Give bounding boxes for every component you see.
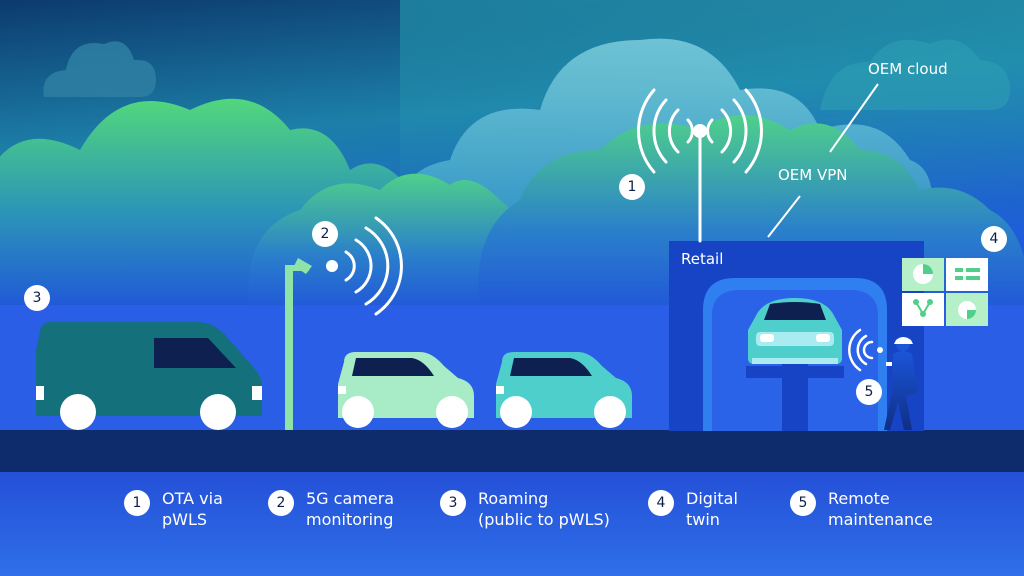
legend-item: 5 Remote maintenance — [790, 488, 933, 530]
legend-number: 2 — [268, 490, 294, 516]
badge-digital-twin: 4 — [981, 226, 1007, 252]
camera-pole — [285, 258, 312, 430]
badge-camera: 2 — [312, 221, 338, 247]
legend-text: monitoring — [306, 510, 394, 529]
car-teal — [496, 352, 632, 428]
maintenance-worker — [848, 328, 918, 430]
legend-number: 4 — [648, 490, 674, 516]
badge-ota: 1 — [619, 174, 645, 200]
legend: 1 OTA via pWLS 2 5G camera monitoring 3 Ro… — [0, 488, 1024, 548]
legend-item: 4 Digital twin — [648, 488, 738, 530]
van — [36, 322, 262, 430]
legend-band — [0, 472, 1024, 576]
road — [0, 430, 1024, 472]
antenna — [637, 88, 763, 243]
legend-text: (public to pWLS) — [478, 510, 610, 529]
legend-number: 1 — [124, 490, 150, 516]
legend-text: Roaming — [478, 489, 549, 508]
legend-text: pWLS — [162, 510, 208, 529]
legend-text: Digital — [686, 489, 738, 508]
badge-roaming: 3 — [24, 285, 50, 311]
legend-text: twin — [686, 510, 720, 529]
legend-number: 5 — [790, 490, 816, 516]
oem-vpn-label: OEM VPN — [778, 166, 848, 184]
legend-item: 3 Roaming (public to pWLS) — [440, 488, 610, 530]
legend-item: 2 5G camera monitoring — [268, 488, 394, 530]
car-on-lift — [748, 298, 842, 364]
legend-text: OTA via — [162, 489, 223, 508]
digital-twin-dashboard — [902, 258, 988, 326]
green-cloud-middle — [248, 173, 533, 310]
legend-text: 5G camera — [306, 489, 395, 508]
oem-cloud-label: OEM cloud — [868, 60, 948, 78]
legend-text: maintenance — [828, 510, 933, 529]
badge-maintenance: 5 — [856, 379, 882, 405]
legend-number: 3 — [440, 490, 466, 516]
small-cloud — [43, 41, 156, 97]
legend-item: 1 OTA via pWLS — [124, 488, 223, 530]
car-mint — [338, 352, 474, 428]
legend-text: Remote — [828, 489, 890, 508]
retail-label: Retail — [681, 250, 724, 268]
